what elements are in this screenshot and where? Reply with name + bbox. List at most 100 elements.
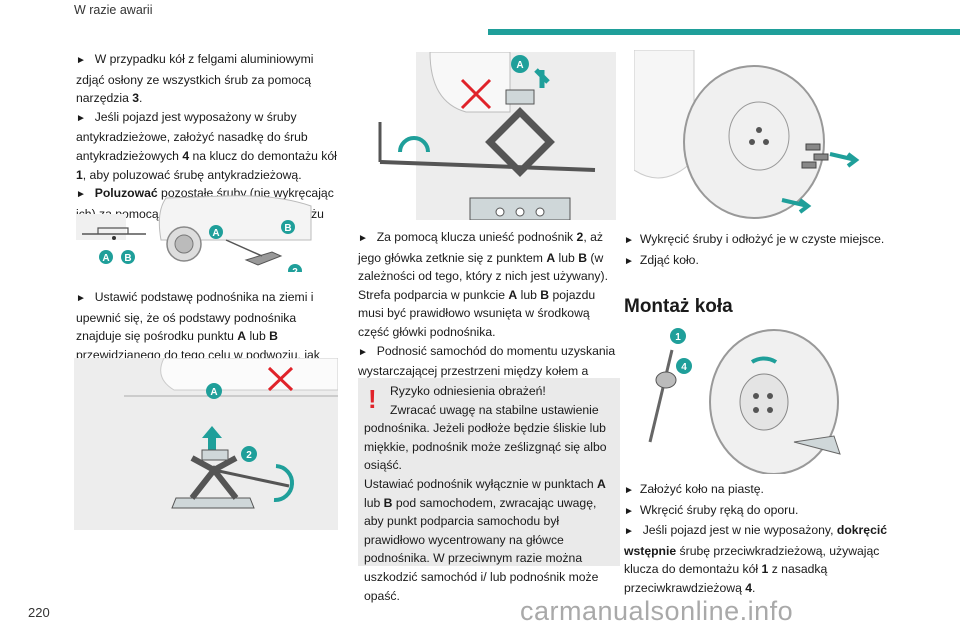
svg-text:B: B xyxy=(124,253,131,264)
forbidden-cross-icon xyxy=(267,366,294,392)
bold-text-run: B xyxy=(578,250,588,265)
figure-jack-head-contact: A xyxy=(378,52,616,220)
list-item-remove-bolts: ►Wykręcić śruby i odłożyć je w czyste mi… xyxy=(624,232,885,246)
bold-text-run: A xyxy=(597,476,606,491)
text-run: . xyxy=(752,580,756,595)
svg-text:1: 1 xyxy=(675,332,681,343)
header-accent-bar xyxy=(488,29,960,35)
running-header: W razie awarii xyxy=(74,3,153,17)
label-circle-4: 4 xyxy=(676,358,692,374)
bold-text-run: A xyxy=(237,329,247,344)
paragraph-remove-caps: ► W przypadku kół z felgami aluminiowymi… xyxy=(76,50,342,108)
section-title: Montaż koła xyxy=(624,296,733,317)
warning-box: ! Ryzyko odniesienia obrażeń! Zwracać uw… xyxy=(358,378,620,603)
arrow-up-icon xyxy=(534,68,550,88)
warning-text: Ryzyko odniesienia obrażeń! Zwracać uwag… xyxy=(364,382,614,605)
list-item-remove-wheel: ►Zdjąć koło. xyxy=(624,252,699,267)
label-circle-2-1: 2 xyxy=(288,264,302,272)
warning-paragraph-1: Zwracać uwagę na stabilne ustawienie pod… xyxy=(364,402,607,473)
label-circle-2-2: 2 xyxy=(241,446,257,462)
bullet-marker: ► xyxy=(76,112,89,124)
bullet-marker: ► xyxy=(358,233,371,244)
text-run: (w zależności od tego, który z nich jest… xyxy=(358,250,608,302)
label-circle-B-2: B xyxy=(121,250,135,264)
text-run: , aż jego główka zetknie się z punktem xyxy=(358,230,603,265)
bold-text-run: 4 xyxy=(745,580,753,595)
bullet-marker: ► xyxy=(76,189,89,201)
label-circle-A-1: A xyxy=(209,225,223,239)
svg-text:2: 2 xyxy=(292,267,298,272)
arrow-right-icon xyxy=(829,152,860,168)
paragraph-antitheft-socket: ► Jeśli pojazd jest wyposażony w śruby a… xyxy=(76,108,342,184)
wrench-icon xyxy=(648,349,674,443)
bold-text-run: B xyxy=(540,287,550,302)
list-item-fit-wheel: ►Założyć koło na piastę. xyxy=(624,482,764,496)
text-run: śrubę przeciwkradzieżową, używając klucz… xyxy=(624,543,880,577)
text-run: lub xyxy=(517,287,541,302)
svg-text:A: A xyxy=(102,253,109,264)
arrow-up-icon xyxy=(202,426,222,450)
text-run: W przypadku kół z felgami aluminiowymi z… xyxy=(76,52,314,106)
bold-text-run: A xyxy=(546,250,556,265)
jack-point-detail-box xyxy=(76,214,126,240)
rotate-arrow-icon xyxy=(273,464,294,503)
bullet-marker: ► xyxy=(358,346,371,358)
list-item-screw-bolts: ►Wkręcić śruby ręką do oporu. xyxy=(624,502,799,517)
bullet-marker: ► xyxy=(76,55,89,66)
text-run: Za pomocą klucza unieść podnośnik xyxy=(376,230,577,244)
rotate-arrow-icon xyxy=(398,136,430,153)
text-run: . xyxy=(139,91,143,106)
svg-text:A: A xyxy=(210,387,217,398)
bold-text-run: dokręcić wstępnie xyxy=(624,523,888,558)
bold-text-run: A xyxy=(508,287,518,302)
bullet-marker: ► xyxy=(624,526,637,538)
svg-text:4: 4 xyxy=(681,362,687,373)
warning-title: Ryzyko odniesienia obrażeń! xyxy=(390,384,546,398)
figure-jack-under-car: A 2 xyxy=(74,358,338,530)
text-run: lub xyxy=(246,329,270,344)
column-3: ►Wykręcić śruby i odłożyć je w czyste mi… xyxy=(624,230,890,271)
text-run: Jeśli pojazd jest w nie wyposażony, xyxy=(642,523,837,538)
svg-text:B: B xyxy=(284,223,291,234)
label-circle-1: 1 xyxy=(670,328,686,344)
bold-text-run: B xyxy=(269,329,278,344)
forbidden-cross-icon xyxy=(460,78,492,110)
bolts-icon xyxy=(801,143,829,169)
bold-text-run: 2 xyxy=(576,230,584,244)
text-run: pojazdu musi być prawidłowo wsunięta w ś… xyxy=(358,287,596,339)
bold-text-run: Poluzować xyxy=(94,186,158,201)
figure-remove-bolts xyxy=(634,50,860,219)
text-run: lub xyxy=(555,250,579,265)
svg-text:A: A xyxy=(516,60,523,71)
bold-text-run: B xyxy=(383,495,393,510)
label-circle-B-1: B xyxy=(281,220,295,234)
figure-jacking-points: A B 2 A B xyxy=(76,195,312,272)
bold-text-run: 4 xyxy=(182,148,190,163)
bold-text-run: 1 xyxy=(761,562,769,577)
text-run: lub xyxy=(364,495,384,510)
text-run: pod samochodem, zwracając uwagę, aby pun… xyxy=(364,495,599,603)
bold-text-run: 1 xyxy=(76,167,83,182)
text-run: Jeśli pojazd jest wyposażony w śruby ant… xyxy=(76,109,308,163)
text-run: Ustawić podstawę podnośnika na ziemi i u… xyxy=(76,290,314,344)
paragraph-pretighten: ► Jeśli pojazd jest w nie wyposażony, do… xyxy=(624,521,890,597)
text-run: na klucz do demontażu kół xyxy=(189,148,337,163)
paragraph-raise-jack: ► Za pomocą klucza unieść podnośnik 2, a… xyxy=(358,228,624,342)
warning-icon: ! xyxy=(368,384,377,414)
jack-icon xyxy=(793,435,841,455)
text-run: z nasadką przeciwkrawdzieżową xyxy=(624,562,828,595)
text-run: Ustawiać podnośnik wyłącznie w punktach xyxy=(364,476,598,491)
svg-text:A: A xyxy=(212,228,219,239)
watermark: carmanualsonline.info xyxy=(520,596,794,626)
svg-text:2: 2 xyxy=(246,450,252,461)
rotate-arrow-icon xyxy=(750,356,778,364)
jack-icon xyxy=(244,251,283,266)
column-3-lower: ►Założyć koło na piastę. ►Wkręcić śruby … xyxy=(624,480,890,598)
label-circle-A-2: A xyxy=(99,250,113,264)
bullet-marker: ► xyxy=(76,293,89,304)
figure-mount-wheel: 1 4 xyxy=(648,328,841,474)
label-circle-A-3: A xyxy=(206,383,222,399)
jack-icon xyxy=(171,497,255,509)
antitheft-socket-icon xyxy=(655,371,677,389)
warning-paragraph-2: Ustawiać podnośnik wyłącznie w punktach … xyxy=(364,475,614,605)
